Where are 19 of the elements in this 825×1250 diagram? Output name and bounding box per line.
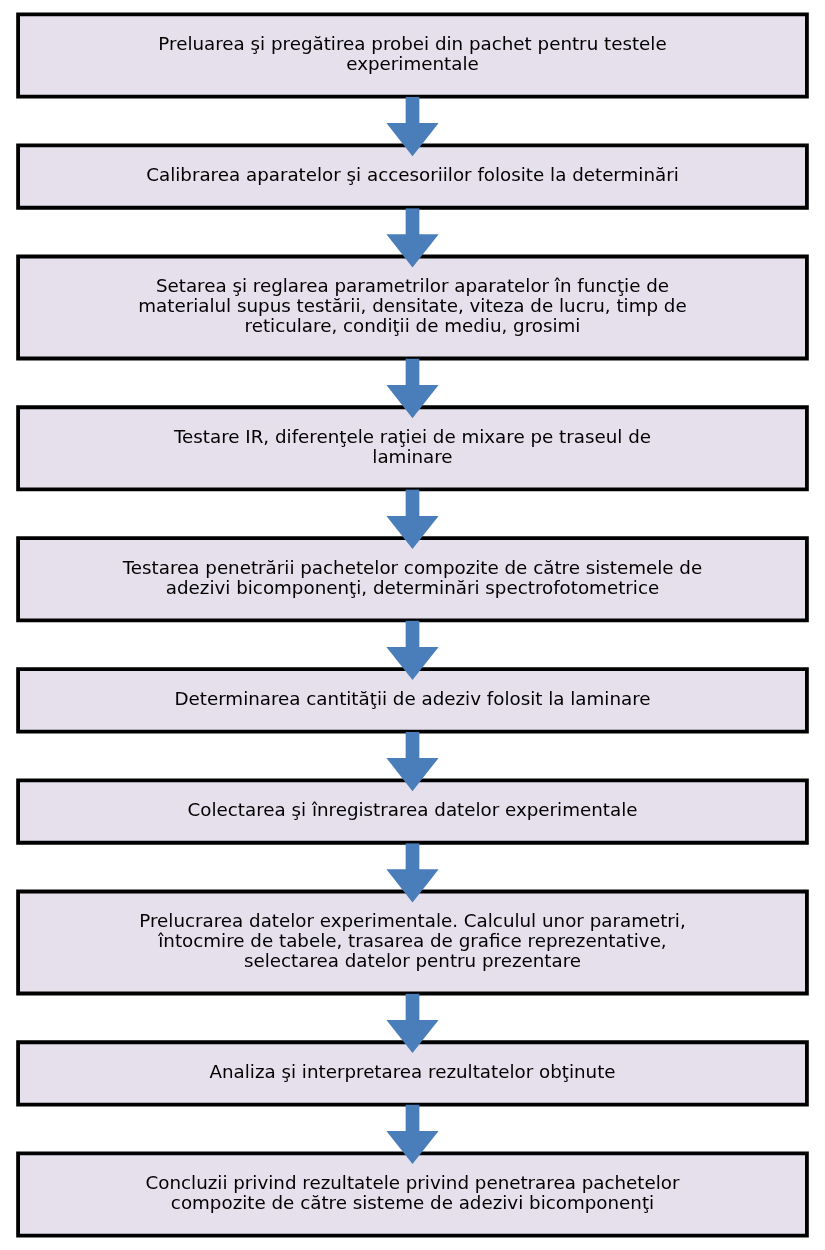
node-box: Preluarea şi pregătirea probei din pachet pentru testele experimentale: [16, 12, 809, 99]
arrow: [386, 1104, 439, 1165]
node-box: Testarea penetrării pachetelor compozite de către sistemele de adezivi bicomponenţi, determinări spectrofotometrice: [16, 536, 809, 623]
node-box: Determinarea cantităţii de adeziv folosit la laminare: [16, 667, 809, 734]
arrow: [386, 489, 439, 550]
arrow: [386, 96, 439, 157]
node-box: Analiza şi interpretarea rezultatelor obţinute: [16, 1040, 809, 1107]
node-box: Calibrarea aparatelor şi accesoriilor folosite la determinări: [16, 143, 809, 210]
arrow: [386, 843, 439, 903]
arrow: [386, 993, 439, 1054]
arrow: [386, 732, 439, 792]
node-box: Testare IR, diferenţele raţiei de mixare pe traseul de laminare: [16, 405, 809, 492]
node-box: Colectarea şi înregistrarea datelor experimentale: [16, 778, 809, 845]
arrow: [386, 620, 439, 681]
node-box: Setarea şi reglarea parametrilor aparatelor în funcţie de materialul supus testării, densitate, viteza de lucru, timp de reticulare, condiţii de mediu, grosimi: [16, 254, 809, 361]
node-box: Concluzii privind rezultatele privind penetrarea pachetelor compozite de către sisteme de adezivi bicomponenţi: [16, 1151, 809, 1238]
node-box: Prelucrarea datelor experimentale. Calculul unor parametri, întocmire de tabele, trasarea de grafice reprezentative, selectarea datelor pentru prezentare: [16, 889, 809, 996]
arrow: [386, 358, 439, 419]
arrow: [386, 208, 439, 268]
